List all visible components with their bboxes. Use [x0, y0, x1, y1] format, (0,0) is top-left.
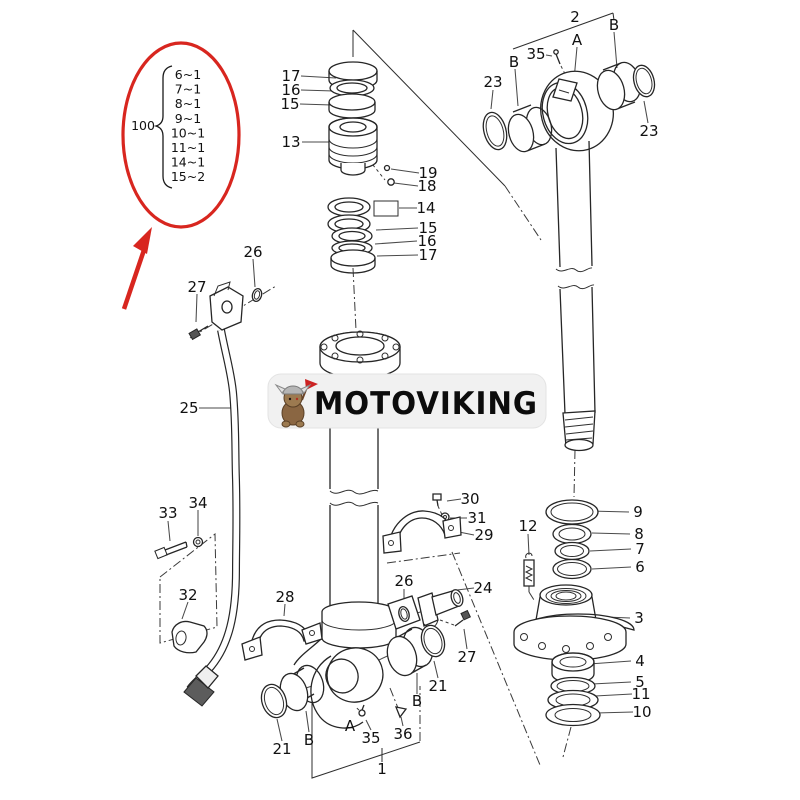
- part-label-14-seal: 14: [416, 199, 435, 217]
- callout-ellipse: [121, 41, 241, 229]
- part-label-17-rings-mid: 17: [418, 246, 437, 264]
- part-rod-assembly: [482, 49, 656, 452]
- callout-item-14-1: 14~1: [171, 155, 205, 170]
- part-label-25-pipe: 25: [179, 399, 198, 417]
- callout-arrow-head: [133, 227, 152, 254]
- part-label-26-oring-pipe: 26: [243, 243, 262, 261]
- part-clamp-band: [382, 493, 462, 554]
- part-label-17-rings-top: 17: [281, 67, 300, 85]
- callout-group-label: 100: [131, 118, 155, 133]
- part-label-B-bushing-eye-left: B: [304, 731, 314, 749]
- callout-item-8-1: 8~1: [175, 96, 201, 111]
- callout-item-10-1: 10~1: [171, 125, 205, 140]
- part-label-31-washer-clamp: 31: [467, 509, 486, 527]
- part-label-4-bushing: 4: [635, 652, 645, 670]
- part-label-24-elbow: 24: [473, 579, 492, 597]
- part-label-10-wiper: 10: [632, 703, 651, 721]
- part-label-A-cylinder-eye: A: [345, 717, 356, 735]
- part-label-21-ring-eye-right: 21: [428, 677, 447, 695]
- part-label-30-bolt-clamp: 30: [460, 490, 479, 508]
- part-label-B-bushing-rod-right: B: [609, 16, 619, 34]
- part-label-34-washer: 34: [188, 494, 207, 512]
- viking-dog-mascot-icon: [274, 379, 318, 428]
- part-gland: [513, 584, 635, 727]
- part-label-5-ring: 5: [635, 673, 645, 691]
- callout-brace: [153, 65, 173, 189]
- callout-item-6-1: 6~1: [175, 67, 201, 82]
- part-label-23-ring-rod-right: 23: [639, 122, 658, 140]
- part-lower-clamps: [154, 536, 323, 661]
- part-label-27-bolt-port: 27: [457, 648, 476, 666]
- part-pin-and-ball: [383, 164, 395, 186]
- callout-items: 6~17~18~19~110~111~114~115~2: [171, 67, 205, 184]
- part-label-6-ring: 6: [635, 558, 645, 576]
- part-ring-stack-mid: [327, 197, 399, 274]
- part-label-33-bolt: 33: [158, 504, 177, 522]
- part-label-35-grease-rod: 35: [526, 45, 545, 63]
- callout-arrow-shaft: [121, 249, 147, 310]
- part-eye-bushings: [260, 624, 446, 719]
- callout-item-9-1: 9~1: [175, 111, 201, 126]
- watermark-badge: [267, 373, 547, 429]
- part-label-36-plug: 36: [393, 725, 412, 743]
- brand-wordmark: MOTOVIKING: [314, 386, 538, 422]
- part-piston: [328, 117, 378, 176]
- part-label-26-oring-port: 26: [394, 572, 413, 590]
- part-label-23-ring-rod-left: 23: [483, 73, 502, 91]
- part-label-21-ring-eye-left: 21: [272, 740, 291, 758]
- callout-group: 100 6~17~18~19~110~111~114~115~2: [121, 41, 241, 310]
- part-label-B-bushing-eye-right: B: [412, 692, 422, 710]
- part-label-19-pin: 19: [418, 164, 437, 182]
- part-label-B-bushing-rod-left: B: [509, 53, 519, 71]
- part-label-15-rings-mid: 15: [418, 219, 437, 237]
- part-gland-seals: [523, 499, 599, 592]
- part-label-13-piston: 13: [281, 133, 300, 151]
- part-label-2-rod-assy: 2: [570, 8, 580, 26]
- part-head-flange: [319, 330, 401, 379]
- part-label-29-clamp-band: 29: [474, 526, 493, 544]
- watermark-logo: MOTOVIKING: [267, 373, 547, 429]
- part-label-9-ring: 9: [633, 503, 643, 521]
- part-label-1-cylinder-assy: 1: [377, 760, 387, 778]
- callout-item-7-1: 7~1: [175, 82, 201, 97]
- part-pipe-assembly: [183, 281, 263, 707]
- part-label-3-gland: 3: [634, 609, 644, 627]
- part-label-12-valve: 12: [518, 517, 537, 535]
- part-label-16-rings-mid: 16: [417, 232, 436, 250]
- part-label-16-rings-top: 16: [281, 81, 300, 99]
- part-label-28-clamp-saddle: 28: [275, 588, 294, 606]
- part-cylinder-tube: [293, 428, 421, 729]
- part-label-27-bolt-pipe: 27: [187, 278, 206, 296]
- callout-item-11-1: 11~1: [171, 140, 205, 155]
- part-label-11-seal: 11: [631, 685, 650, 703]
- part-label-8-ring: 8: [634, 525, 644, 543]
- part-label-15-rings-top: 15: [280, 95, 299, 113]
- part-label-7-ring: 7: [635, 540, 645, 558]
- part-port-elbow: [398, 589, 471, 628]
- part-label-35-grease-eye: 35: [361, 729, 380, 747]
- part-ring-stack-top: [328, 61, 378, 119]
- callout-item-15-2: 15~2: [171, 169, 205, 184]
- part-label-32-clamp-lower: 32: [178, 586, 197, 604]
- part-label-18-ball: 18: [417, 177, 436, 195]
- part-label-A-rod-head: A: [572, 31, 583, 49]
